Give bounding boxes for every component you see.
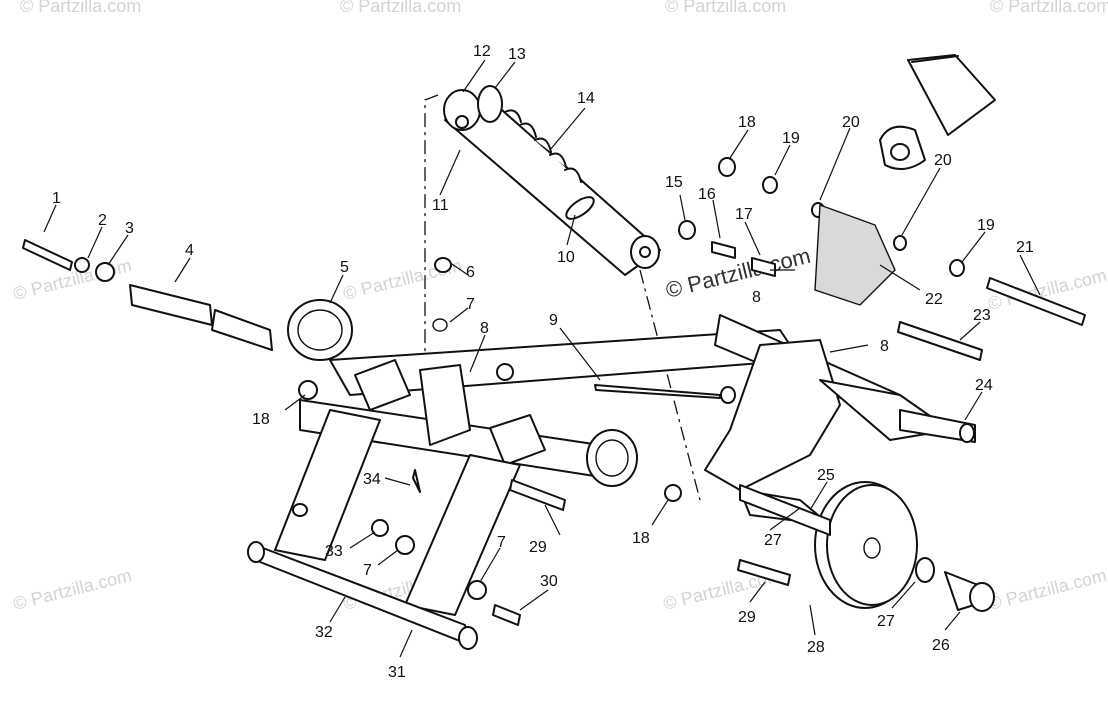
- callout-9: 9: [549, 312, 558, 329]
- callout-4: 4: [185, 242, 194, 259]
- callout-13: 13: [508, 46, 526, 63]
- callout-24: 24: [975, 377, 993, 394]
- watermark-prominent: © Partzilla.com: [663, 243, 813, 303]
- callout-22: 22: [925, 291, 943, 308]
- callout-8: 8: [480, 320, 489, 337]
- callout-11: 11: [432, 197, 449, 214]
- callout-27: 27: [877, 613, 895, 630]
- callout-28: 28: [807, 639, 825, 656]
- callout-29: 29: [529, 539, 547, 556]
- callout-34: 34: [363, 471, 381, 488]
- callout-19: 19: [977, 217, 995, 234]
- callout-18: 18: [738, 114, 756, 131]
- callout-30: 30: [540, 573, 558, 590]
- callout-17: 17: [735, 206, 753, 223]
- callout-5: 5: [340, 259, 349, 276]
- callout-3: 3: [125, 220, 134, 237]
- callout-20: 20: [842, 114, 860, 131]
- lower-arms: [247, 409, 521, 650]
- watermark: © Partzilla.com: [665, 0, 786, 16]
- callout-26: 26: [932, 637, 950, 654]
- callout-14: 14: [577, 90, 595, 107]
- callout-6: 6: [466, 264, 475, 281]
- callout-19: 19: [782, 130, 800, 147]
- callout-18: 18: [632, 530, 650, 547]
- watermark: © Partzilla.com: [340, 0, 461, 16]
- callout-16: 16: [698, 186, 716, 203]
- callout-23: 23: [973, 307, 991, 324]
- callout-31: 31: [388, 664, 406, 681]
- leader-lines: [43, 59, 1041, 658]
- callout-numbers: 1 2 3 4 5 6 7 8 9 10 11 12 13 14 15 16 1…: [52, 43, 1034, 681]
- upper-shock-absorber: [879, 54, 996, 170]
- callout-25: 25: [817, 467, 835, 484]
- callout-18: 18: [252, 411, 270, 428]
- callout-33: 33: [325, 543, 343, 560]
- callout-8: 8: [880, 338, 889, 355]
- callout-2: 2: [98, 212, 107, 229]
- callout-20: 20: [934, 152, 952, 169]
- callout-29: 29: [738, 609, 756, 626]
- front-shock-absorber: [424, 85, 701, 501]
- callout-7: 7: [363, 562, 372, 579]
- watermark: © Partzilla.com: [20, 0, 141, 16]
- callout-21: 21: [1016, 239, 1034, 256]
- idler-wheel: [739, 481, 995, 612]
- callout-12: 12: [473, 43, 491, 60]
- watermark: © Partzilla.com: [990, 0, 1108, 16]
- callout-10: 10: [557, 249, 575, 266]
- callout-7: 7: [466, 296, 475, 313]
- callout-1: 1: [52, 190, 61, 207]
- callout-8: 8: [752, 289, 761, 306]
- callout-15: 15: [665, 174, 683, 191]
- hardware: [22, 157, 1086, 626]
- callout-27: 27: [764, 532, 782, 549]
- callout-32: 32: [315, 624, 333, 641]
- watermark: © Partzilla.com: [986, 565, 1108, 614]
- front-arm-assembly: [287, 299, 976, 526]
- watermark: © Partzilla.com: [11, 565, 134, 614]
- callout-7: 7: [497, 534, 506, 551]
